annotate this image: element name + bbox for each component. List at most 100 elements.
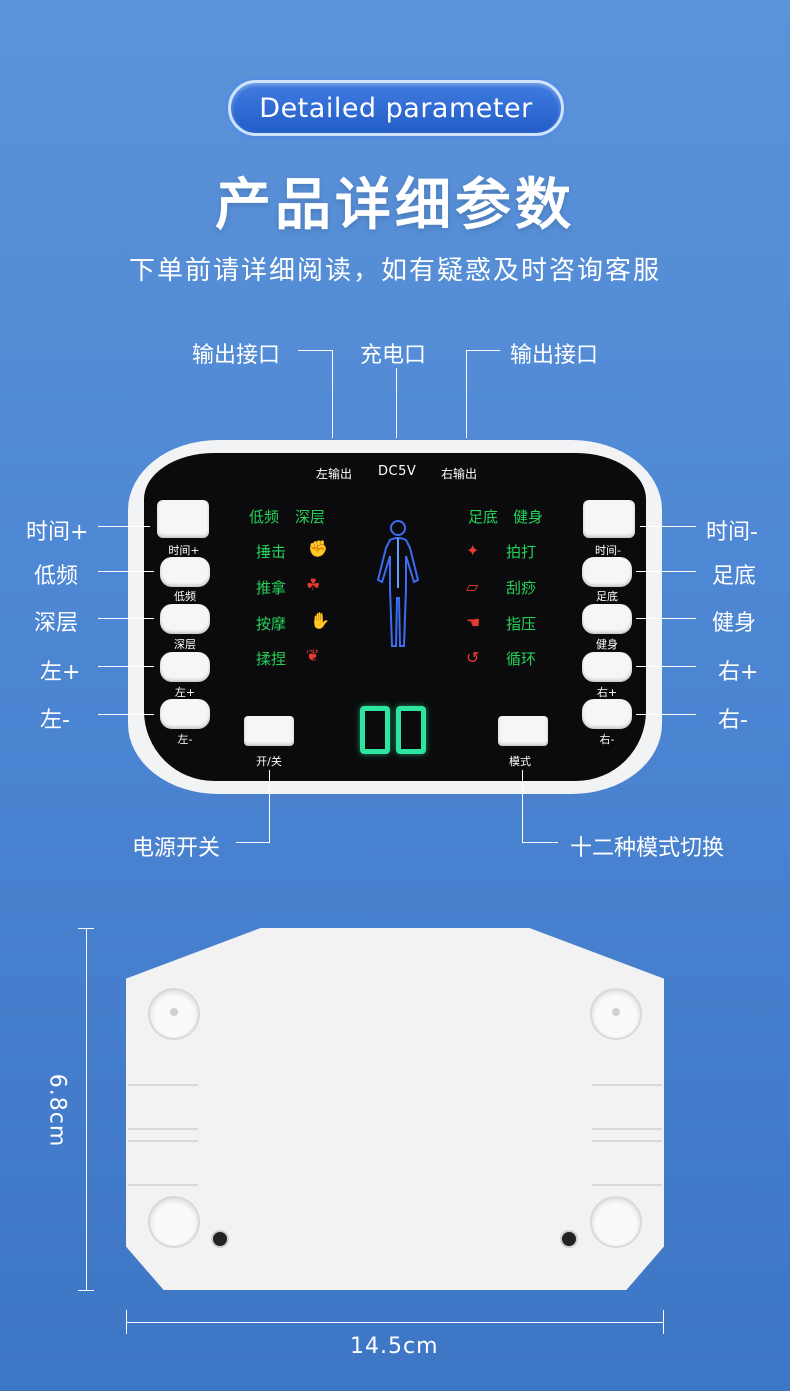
callout-left-plus: 左+ (40, 660, 81, 685)
time-minus-button[interactable] (583, 500, 635, 538)
right-minus-button[interactable] (582, 699, 632, 729)
width-dimension-line (126, 1322, 664, 1323)
dimension-tick (663, 1310, 664, 1334)
left-plus-label: 左+ (174, 686, 196, 699)
mode-button[interactable] (498, 716, 548, 746)
height-dimension-label: 6.8cm (44, 1073, 70, 1148)
mode-fitness: 健身 (513, 508, 544, 526)
dimension-tick (126, 1310, 127, 1334)
callout-line (636, 666, 696, 667)
callout-line (332, 350, 333, 438)
mode-massage: 按摩 (256, 615, 287, 633)
mode-slap: 拍打 (506, 543, 537, 561)
callout-right-plus: 右+ (718, 660, 759, 685)
callout-mode-switch: 十二种模式切换 (570, 836, 725, 861)
mode-low-freq: 低频 (249, 508, 280, 526)
right-minus-label: 右- (599, 733, 615, 746)
callout-line (98, 571, 154, 572)
mode-cycle: 循环 (506, 650, 537, 668)
callout-output-left: 输出接口 (192, 343, 281, 368)
callout-line (269, 770, 270, 842)
sole-label: 足底 (596, 590, 618, 603)
label-dc5v: DC5V (378, 464, 417, 479)
time-plus-button[interactable] (157, 500, 209, 538)
callout-line (298, 350, 332, 351)
callout-fitness: 健身 (712, 611, 757, 636)
callout-line (522, 770, 523, 842)
side-ridge (128, 1084, 198, 1130)
callout-low-freq: 低频 (34, 564, 79, 589)
low-freq-label: 低频 (174, 590, 196, 603)
mount-boss (150, 1198, 198, 1246)
left-plus-button[interactable] (160, 652, 210, 682)
sole-button[interactable] (582, 557, 632, 587)
cycle-icon: ↺ (466, 648, 480, 667)
power-label: 开/关 (256, 755, 282, 768)
page-subtitle: 下单前请详细阅读，如有疑惑及时咨询客服 (128, 256, 661, 286)
callout-line (98, 526, 150, 527)
callout-left-minus: 左- (40, 708, 70, 733)
mode-knead: 揉捏 (256, 650, 287, 668)
callout-line (636, 618, 696, 619)
scrape-icon: ▱ (466, 577, 479, 596)
right-plus-button[interactable] (582, 652, 632, 682)
label-left-output: 左输出 (316, 467, 353, 481)
mode-press: 指压 (506, 615, 537, 633)
slap-icon: ✦ (466, 541, 480, 560)
height-dimension-line (86, 928, 87, 1290)
mount-boss (150, 990, 198, 1038)
callout-power-switch: 电源开关 (132, 836, 221, 861)
deep-label: 深层 (174, 638, 196, 651)
width-dimension-label: 14.5cm (350, 1334, 439, 1359)
hands-icon: ☘ (306, 575, 321, 594)
time-plus-label: 时间+ (168, 544, 200, 557)
header-pill: Detailed parameter (228, 80, 564, 136)
power-button[interactable] (244, 716, 294, 746)
screw-hole (562, 1232, 576, 1246)
callout-charge-port: 充电口 (360, 343, 427, 368)
time-minus-label: 时间- (595, 544, 621, 557)
deep-button[interactable] (160, 604, 210, 634)
callout-line (640, 526, 696, 527)
fitness-label: 健身 (596, 638, 618, 651)
callout-line (98, 714, 154, 715)
hand-icon: ✋ (310, 611, 330, 630)
mode-tuina: 推拿 (256, 579, 287, 597)
callout-line (636, 571, 696, 572)
callout-sole: 足底 (712, 564, 757, 589)
dimension-tick (78, 1290, 94, 1291)
callout-deep: 深层 (34, 611, 79, 636)
mode-label: 模式 (509, 755, 531, 768)
side-ridge (592, 1084, 662, 1130)
device-back-view (126, 928, 664, 1290)
dimension-tick (78, 928, 94, 929)
fitness-button[interactable] (582, 604, 632, 634)
mode-deep: 深层 (295, 508, 326, 526)
callout-line (636, 714, 696, 715)
callout-line (236, 842, 270, 843)
lungs-icon: ❦ (306, 646, 320, 665)
digit-segment (396, 706, 426, 754)
low-freq-button[interactable] (160, 557, 210, 587)
digit-segment (360, 706, 390, 754)
left-minus-label: 左- (177, 733, 193, 746)
mode-scrape: 刮痧 (506, 579, 537, 597)
callout-line (522, 842, 558, 843)
mount-boss (592, 990, 640, 1038)
digit-display (360, 706, 430, 758)
mount-boss (592, 1198, 640, 1246)
callout-line (466, 350, 467, 438)
mode-sole: 足底 (468, 508, 499, 526)
callout-line (466, 350, 500, 351)
control-panel (144, 453, 646, 781)
left-minus-button[interactable] (160, 699, 210, 729)
right-plus-label: 右+ (596, 686, 618, 699)
side-ridge (592, 1140, 662, 1186)
callout-time-plus: 时间+ (26, 520, 89, 545)
callout-time-minus: 时间- (706, 520, 758, 545)
fist-icon: ✊ (308, 539, 328, 558)
screw-hole (213, 1232, 227, 1246)
callout-line (396, 368, 397, 438)
press-icon: ☚ (466, 613, 481, 632)
callout-line (98, 666, 154, 667)
